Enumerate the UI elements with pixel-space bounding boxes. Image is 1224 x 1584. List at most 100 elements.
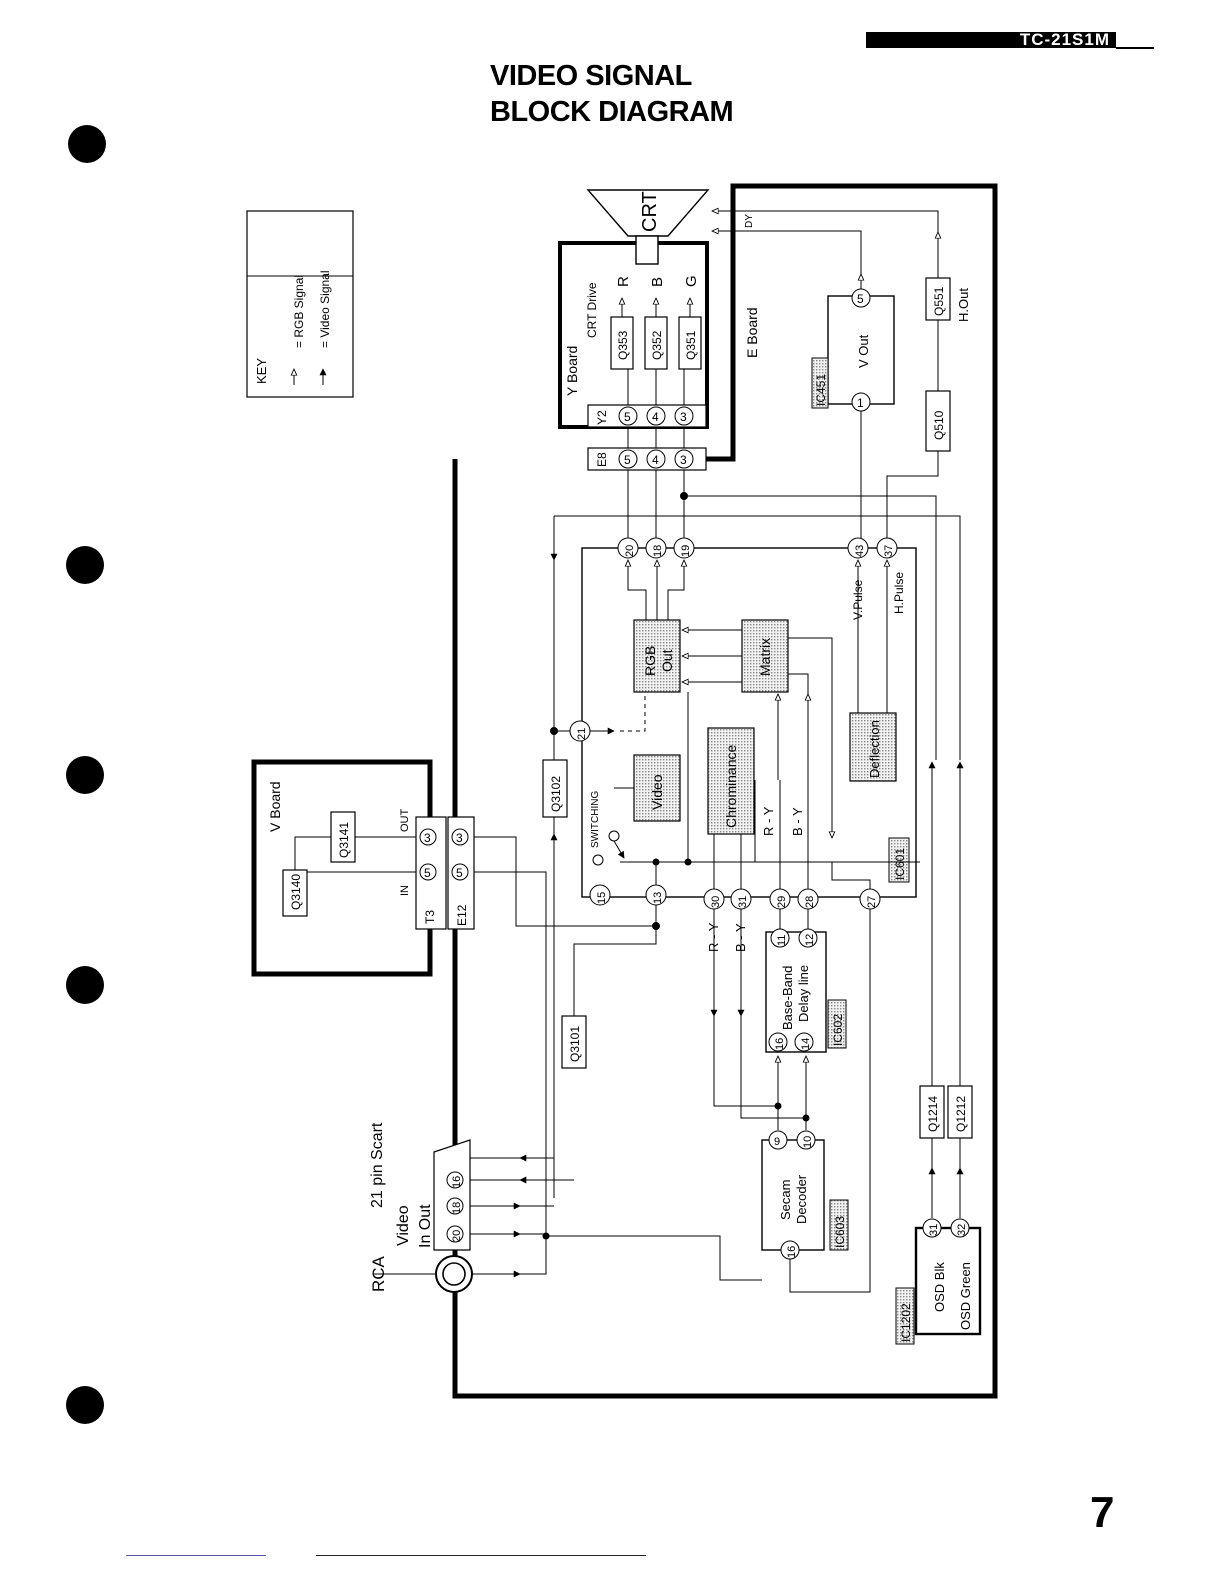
- legend-key: KEY = RGB Signal = Video Signal: [246, 210, 354, 398]
- q3101-box: [561, 1015, 587, 1069]
- q351-label: Q351: [684, 330, 698, 360]
- pin-ic601-31: 31: [737, 896, 749, 908]
- osd-blk-label: OSD Blk: [932, 1262, 947, 1312]
- deflection-label: Deflection: [867, 720, 882, 778]
- rgb-out-label-2: Out: [659, 649, 675, 672]
- pin-ic602-14: 14: [800, 1038, 812, 1050]
- video-io-label-2: In Out: [417, 1204, 434, 1248]
- q3102-label: Q3102: [549, 776, 563, 812]
- pin-ic603-16: 16: [786, 1246, 798, 1258]
- pin-ic601-13: 13: [652, 892, 664, 904]
- binder-hole: [66, 966, 104, 1004]
- video-io-label-1: Video: [395, 1205, 412, 1246]
- legend-title: KEY: [254, 358, 269, 384]
- page-number: 7: [1090, 1488, 1115, 1537]
- pin-ic601-43: 43: [854, 545, 866, 557]
- secam-decoder-block: [761, 1139, 825, 1251]
- out-label: OUT: [399, 809, 411, 833]
- video-block: [633, 754, 681, 822]
- legend-rgb-label: = RGB Signal: [292, 275, 306, 348]
- chrominance-block: [707, 727, 755, 835]
- binder-hole: [66, 756, 104, 794]
- b-y-internal-label: B - Y: [790, 807, 805, 836]
- y-board-label: Y Board: [564, 346, 580, 396]
- baseband-label-1: Base-Band: [780, 966, 795, 1030]
- footer-rule: [126, 1555, 266, 1556]
- in-label: IN: [399, 885, 411, 896]
- e-board-outline: [452, 183, 998, 1399]
- crt-drive-transistors: Q353 Q352 Q351: [610, 316, 702, 370]
- baseband-label-2: Delay line: [796, 965, 811, 1022]
- q1214-label: Q1214: [926, 1096, 940, 1132]
- pin-ic601-15: 15: [596, 892, 608, 904]
- crt-drive-label: CRT Drive: [585, 282, 599, 338]
- pin-ic602-16: 16: [774, 1038, 786, 1050]
- pin-ic1202-32: 32: [956, 1224, 968, 1236]
- pin-ic602-11: 11: [776, 935, 788, 946]
- pin-scart-20: 20: [451, 1230, 463, 1242]
- scart-label: 21 pin Scart: [369, 1122, 386, 1208]
- r-y-internal-label: R - Y: [761, 806, 776, 836]
- crt-g-label: G: [683, 275, 700, 287]
- t3-label: T3: [423, 910, 437, 924]
- pin-ic601-30: 30: [710, 896, 722, 908]
- h-out-label: H.Out: [956, 288, 971, 322]
- q1214-box: [919, 1085, 945, 1139]
- baseband-delay-block: [765, 931, 827, 1053]
- q1212-label: Q1212: [954, 1096, 968, 1132]
- pin-ic603-10: 10: [802, 1136, 814, 1148]
- matrix-label: Matrix: [757, 638, 773, 676]
- pin-ic601-19: 19: [680, 545, 692, 557]
- osd-block: [914, 1226, 982, 1336]
- q352-label: Q352: [650, 330, 664, 360]
- model-number: TC-21S1M: [1019, 30, 1110, 49]
- q3140-label: Q3140: [289, 874, 303, 910]
- crt-tube: CRT: [586, 189, 710, 265]
- pin-ic601-28: 28: [804, 896, 816, 908]
- rgb-out-block: [633, 619, 681, 693]
- pin-e12-3: 3: [456, 831, 463, 845]
- pin-y2-3: 3: [680, 410, 687, 424]
- v-out-label: V Out: [856, 334, 871, 368]
- pin-scart-18: 18: [451, 1202, 463, 1214]
- video-block-label: Video: [649, 774, 665, 810]
- e8-label: E8: [595, 452, 609, 467]
- pin-ic602-12: 12: [804, 934, 816, 946]
- binder-hole: [68, 125, 106, 163]
- chrominance-label: Chrominance: [723, 745, 739, 828]
- crt-b-label: B: [649, 277, 666, 287]
- q3101-label: Q3101: [568, 1026, 582, 1062]
- pin-ic601-18: 18: [652, 545, 664, 557]
- q353-label: Q353: [616, 330, 630, 360]
- binder-hole: [66, 546, 104, 584]
- pin-scart-16: 16: [451, 1176, 463, 1188]
- pin-e8-5: 5: [624, 453, 631, 467]
- pin-t3-3: 3: [424, 831, 431, 845]
- rgb-out-label-1: RGB: [642, 646, 658, 676]
- pin-e8-4: 4: [652, 453, 659, 467]
- ic1202-label: IC1202: [899, 1303, 913, 1342]
- q551-label: Q551: [932, 286, 946, 316]
- binder-hole: [66, 1386, 104, 1424]
- dy-label: DY: [744, 214, 755, 228]
- e-board-label: E Board: [744, 307, 760, 358]
- pin-t3-5: 5: [424, 866, 431, 880]
- page-title: VIDEO SIGNAL BLOCK DIAGRAM: [490, 58, 734, 130]
- pin-ic451-5: 5: [857, 292, 864, 306]
- switching-label: SWITCHING: [590, 791, 601, 848]
- q510-label: Q510: [932, 410, 946, 440]
- scart-connector: [433, 1139, 471, 1251]
- pin-ic603-9: 9: [774, 1136, 780, 1148]
- ic601-label: IC601: [893, 848, 907, 880]
- footer-rule: [316, 1555, 646, 1556]
- q1212-box: [947, 1085, 973, 1139]
- q3141-label: Q3141: [337, 822, 351, 858]
- pin-ic1202-31: 31: [928, 1224, 940, 1236]
- pin-ic601-37: 37: [883, 545, 895, 557]
- ic603-label: IC603: [833, 1216, 847, 1248]
- pin-y2-5: 5: [624, 410, 631, 424]
- ic451-label: IC451: [814, 374, 828, 406]
- title-line-2: BLOCK DIAGRAM: [490, 96, 734, 128]
- secam-label-2: Decoder: [794, 1174, 809, 1224]
